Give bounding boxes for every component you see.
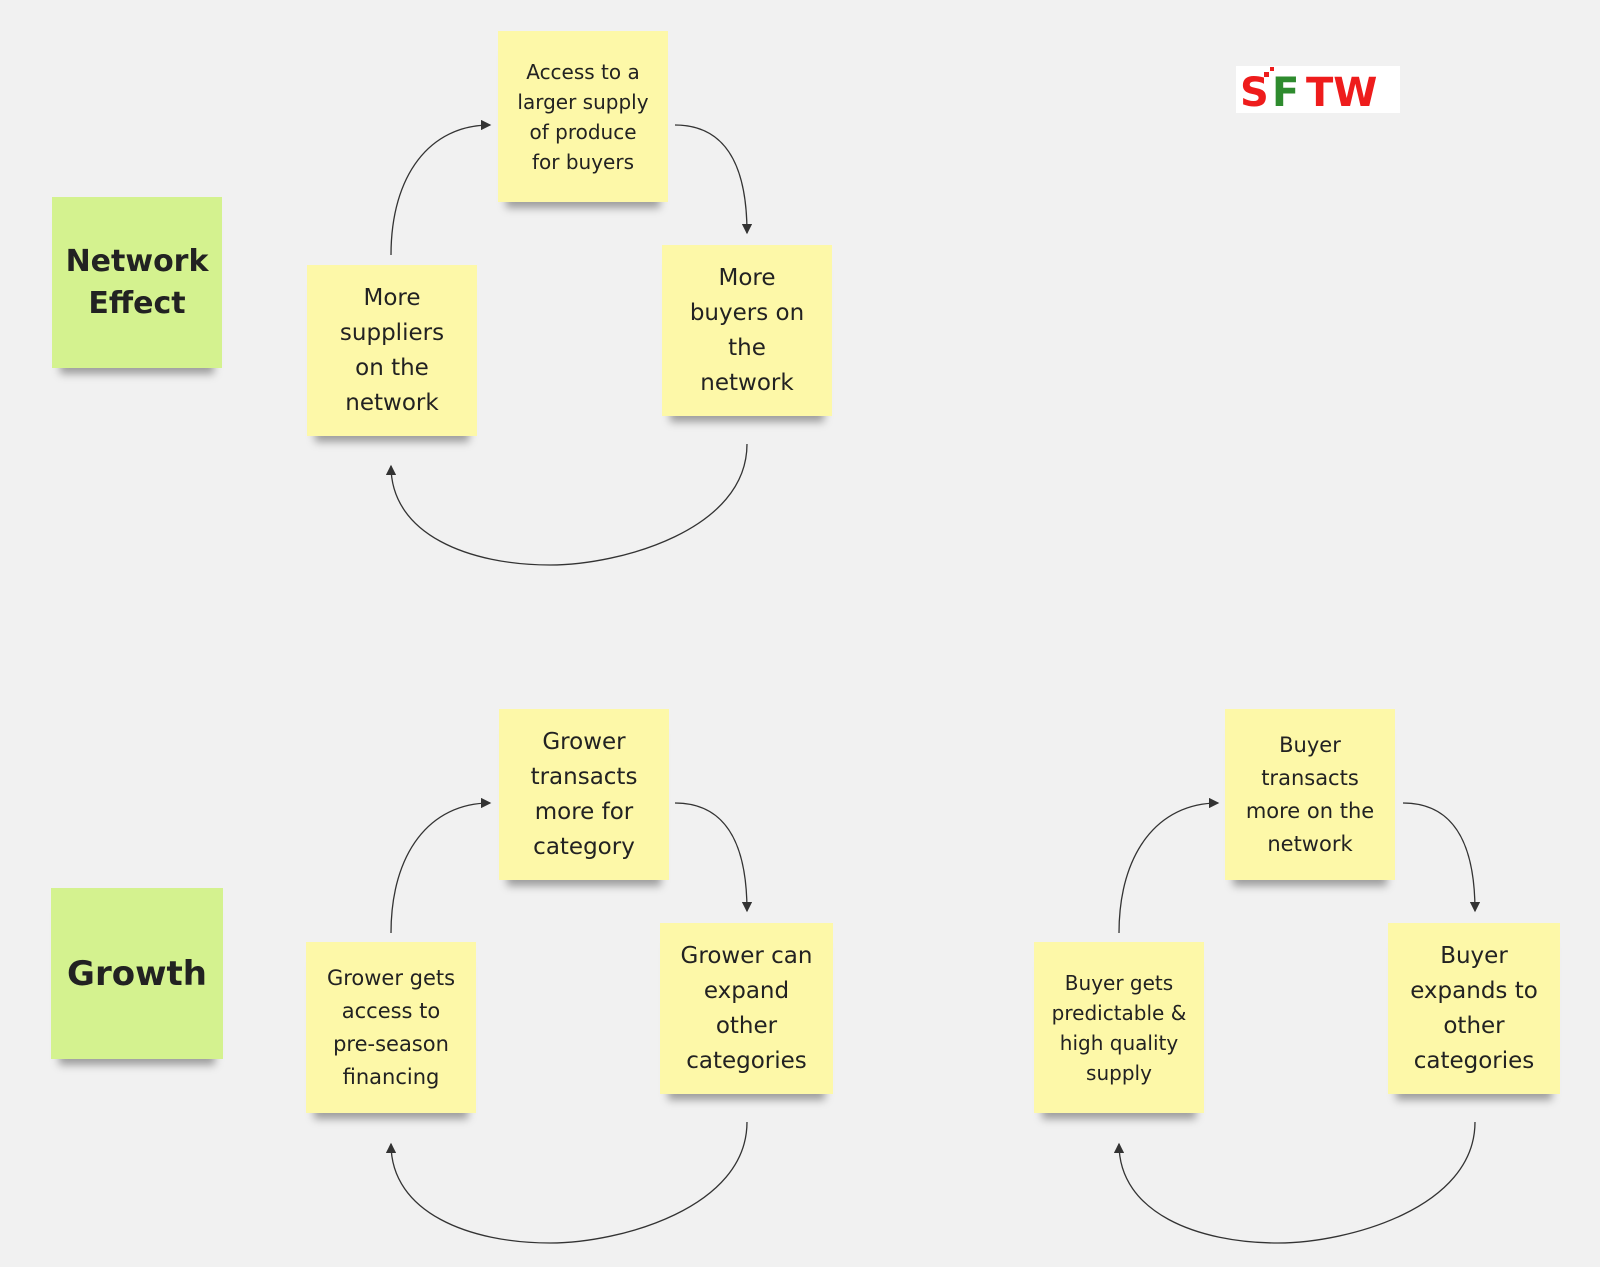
note-more-suppliers: More suppliers on the network bbox=[307, 265, 477, 436]
svg-text:F: F bbox=[1272, 70, 1299, 113]
note-text: Access to a larger supply of produce for… bbox=[517, 59, 649, 174]
note-grower-expand: Grower can expand other categories bbox=[660, 923, 833, 1094]
note-buyer-transacts: Buyer transacts more on the network bbox=[1225, 709, 1395, 880]
note-text: Grower transacts more for category bbox=[530, 728, 638, 860]
growth-text: Growth bbox=[67, 953, 207, 994]
note-buyer-supply: Buyer gets predictable & high quality su… bbox=[1034, 942, 1204, 1113]
growth-label: Growth bbox=[51, 888, 223, 1059]
note-more-buyers: More buyers on the network bbox=[662, 245, 832, 416]
note-text: Buyer gets predictable & high quality su… bbox=[1051, 970, 1187, 1085]
network-effect-label: Network Effect bbox=[52, 197, 222, 368]
svg-text:TW: TW bbox=[1306, 70, 1377, 113]
note-text: Buyer transacts more on the network bbox=[1245, 732, 1375, 856]
network-effect-text: Network Effect bbox=[65, 243, 209, 321]
note-larger-supply: Access to a larger supply of produce for… bbox=[498, 31, 668, 202]
note-text: Grower can expand other categories bbox=[680, 942, 813, 1074]
note-grower-transacts: Grower transacts more for category bbox=[499, 709, 669, 880]
note-buyer-expands: Buyer expands to other categories bbox=[1388, 923, 1560, 1094]
note-text: More buyers on the network bbox=[689, 264, 805, 396]
sftw-logo: S F TW bbox=[1236, 66, 1400, 116]
svg-text:S: S bbox=[1240, 70, 1268, 113]
note-text: Grower gets access to pre-season financi… bbox=[326, 965, 456, 1089]
note-text: Buyer expands to other categories bbox=[1410, 942, 1538, 1074]
note-text: More suppliers on the network bbox=[339, 284, 445, 416]
note-grower-financing: Grower gets access to pre-season financi… bbox=[306, 942, 476, 1113]
